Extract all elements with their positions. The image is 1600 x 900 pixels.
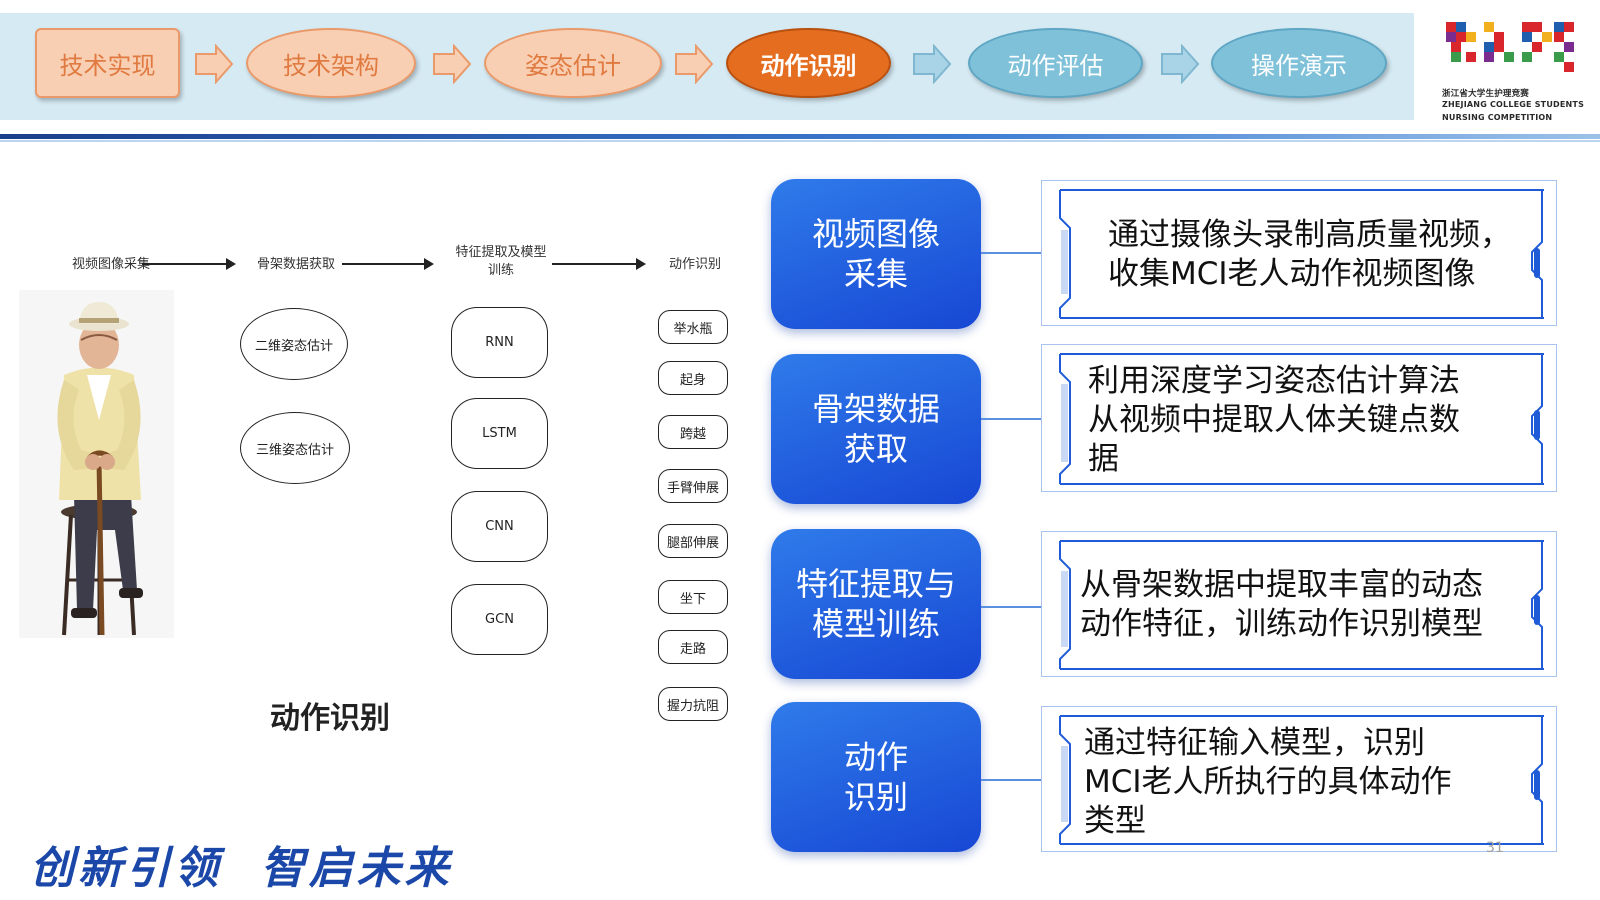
nav-arrow-icon — [433, 44, 472, 84]
node-label: 三维姿态估计 — [255, 442, 334, 458]
nav-step-label: 技术架构 — [283, 51, 379, 80]
nav-step-label: 动作评估 — [1007, 51, 1104, 80]
step-desc-video-capture: 通过摄像头录制高质量视频， 收集MCI老人动作视频图像 — [1041, 180, 1557, 326]
nav-step-action-recognition[interactable]: 动作识别 — [726, 28, 891, 98]
competition-logo: 浙江省大学生护理竞赛 ZHEJIANG COLLEGE STUDENTS NUR… — [1442, 16, 1585, 128]
logo-text-chinese: 浙江省大学生护理竞赛 — [1442, 89, 1530, 99]
colorful-pixel-logo-icon — [1446, 22, 1574, 72]
action-sit-down: 坐下 — [658, 580, 728, 614]
slogan: 创新引领 智启未来 — [30, 843, 453, 894]
node-gcn: GCN — [451, 584, 548, 655]
step-desc-line: 从视频中提取人体关键点数 — [1088, 402, 1460, 438]
stage-label-recognition: 动作识别 — [668, 257, 721, 272]
diagram-caption: 动作识别 — [270, 701, 390, 736]
step-desc-recognition: 通过特征输入模型，识别 MCI老人所执行的具体动作 类型 — [1041, 706, 1557, 852]
nav-step-tech-implementation[interactable]: 技术实现 — [35, 28, 180, 98]
node-2d-pose: 二维姿态估计 — [240, 308, 348, 380]
nav-step-label: 技术实现 — [59, 51, 156, 80]
node-label: 走路 — [679, 641, 706, 657]
node-label: GCN — [485, 612, 514, 627]
stage-label-video-capture: 视频图像采集 — [71, 257, 150, 272]
action-grip-resistance: 握力抗阻 — [658, 687, 728, 721]
step-connector — [981, 252, 1041, 254]
nav-step-pose-estimation[interactable]: 姿态估计 — [484, 28, 662, 98]
logo-text-english-2: NURSING COMPETITION — [1442, 113, 1553, 122]
action-step-over: 跨越 — [658, 415, 728, 449]
step-desc-line: 从骨架数据中提取丰富的动态 — [1080, 567, 1483, 603]
step-card-title: 特征提取与 模型训练 — [795, 565, 956, 643]
bracket-frame-icon — [1059, 715, 1544, 845]
node-label: 握力抗阻 — [666, 698, 719, 714]
nav-step-action-assessment[interactable]: 动作评估 — [968, 28, 1143, 98]
node-label: 二维姿态估计 — [254, 338, 333, 354]
node-label: 坐下 — [679, 591, 706, 607]
logo-text-english-1: ZHEJIANG COLLEGE STUDENTS — [1442, 100, 1585, 109]
step-desc-line: 通过摄像头录制高质量视频， — [1108, 217, 1511, 253]
nav-step-demo[interactable]: 操作演示 — [1211, 28, 1387, 98]
step-card-recognition: 动作 识别 — [771, 702, 981, 852]
nav-step-label: 姿态估计 — [525, 51, 621, 80]
step-card-title: 骨架数据 获取 — [811, 390, 940, 468]
node-3d-pose: 三维姿态估计 — [240, 412, 350, 484]
step-desc-line: 利用深度学习姿态估计算法 — [1088, 363, 1460, 399]
node-label: 手臂伸展 — [666, 480, 719, 496]
stage-label-skeleton: 骨架数据获取 — [256, 257, 335, 272]
step-card-video-capture: 视频图像 采集 — [771, 179, 981, 329]
nav-step-label: 动作识别 — [760, 51, 857, 80]
stage-label-feature-training: 特征提取及模型 训练 — [455, 245, 547, 278]
action-lift-bottle: 举水瓶 — [658, 310, 728, 344]
node-label: 起身 — [679, 372, 706, 388]
step-desc-line: 收集MCI老人动作视频图像 — [1108, 256, 1476, 292]
node-cnn: CNN — [451, 491, 548, 562]
action-arm-stretch: 手臂伸展 — [658, 469, 728, 503]
action-stand-up: 起身 — [658, 361, 728, 395]
stage-arrow — [552, 258, 646, 270]
bracket-frame-icon — [1059, 540, 1544, 670]
nav-step-tech-architecture[interactable]: 技术架构 — [246, 28, 416, 98]
action-walk: 走路 — [658, 630, 728, 664]
header-divider-light — [0, 140, 1600, 142]
elderly-man-photo — [19, 290, 174, 638]
step-card-skeleton: 骨架数据 获取 — [771, 354, 981, 504]
header-divider — [0, 134, 1600, 139]
step-desc-line: 类型 — [1084, 803, 1146, 839]
bracket-frame-icon — [1059, 189, 1544, 319]
node-label: CNN — [485, 519, 514, 534]
nav-step-label: 操作演示 — [1251, 51, 1347, 80]
action-leg-stretch: 腿部伸展 — [658, 524, 728, 558]
step-desc-feature-training: 从骨架数据中提取丰富的动态 动作特征，训练动作识别模型 — [1041, 531, 1557, 677]
step-card-title: 视频图像 采集 — [811, 215, 940, 293]
nav-arrow-icon — [1161, 44, 1200, 84]
step-desc-line: 动作特征，训练动作识别模型 — [1080, 606, 1483, 642]
node-label: 跨越 — [679, 426, 706, 442]
step-card-feature-training: 特征提取与 模型训练 — [771, 529, 981, 679]
step-desc-skeleton: 利用深度学习姿态估计算法 从视频中提取人体关键点数 据 — [1041, 344, 1557, 492]
step-desc-line: 据 — [1088, 441, 1119, 477]
stage-arrow — [342, 258, 434, 270]
step-connector — [981, 779, 1041, 781]
step-connector — [981, 606, 1041, 608]
node-label: LSTM — [482, 426, 517, 441]
bracket-frame-icon — [1059, 353, 1544, 485]
stage-arrow — [142, 258, 236, 270]
node-label: RNN — [485, 335, 514, 350]
nav-arrow-icon — [195, 44, 234, 84]
step-desc-line: 通过特征输入模型，识别 — [1084, 725, 1425, 761]
node-lstm: LSTM — [451, 398, 548, 469]
step-connector — [981, 418, 1041, 420]
node-label: 举水瓶 — [673, 321, 713, 337]
page-number: 31 — [1486, 840, 1504, 856]
nav-arrow-icon — [913, 44, 952, 84]
nav-arrow-icon — [675, 44, 714, 84]
node-label: 腿部伸展 — [666, 535, 719, 551]
step-card-title: 动作 识别 — [843, 738, 908, 816]
step-desc-line: MCI老人所执行的具体动作 — [1084, 764, 1452, 800]
node-rnn: RNN — [451, 307, 548, 378]
